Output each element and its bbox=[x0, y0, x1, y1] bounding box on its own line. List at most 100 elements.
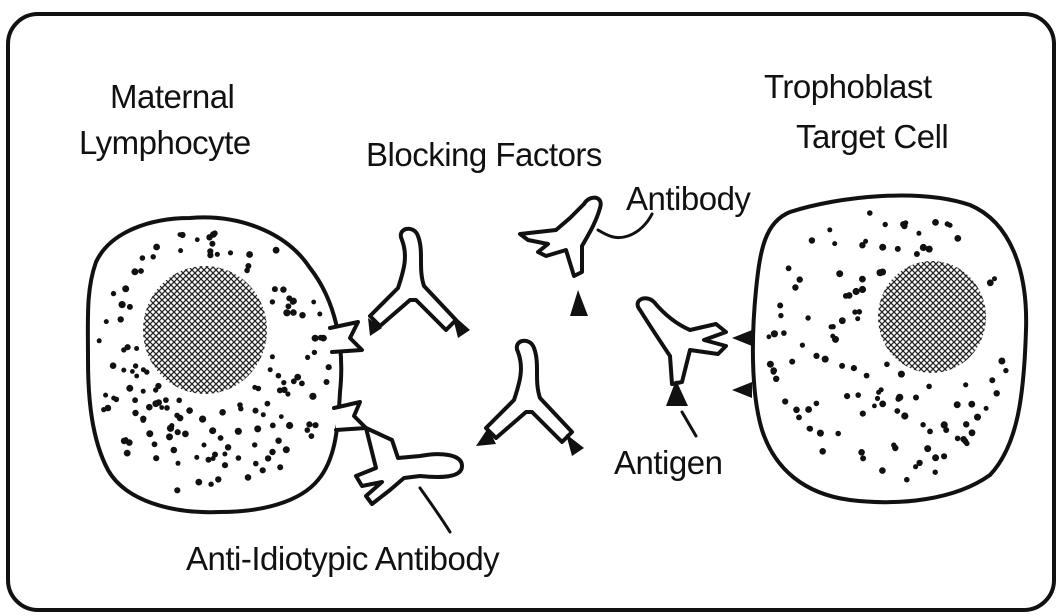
granule-dot bbox=[859, 286, 866, 293]
granule-dot bbox=[800, 343, 805, 348]
granule-dot bbox=[309, 433, 315, 439]
blocking-factors-label: Blocking Factors bbox=[366, 136, 602, 173]
granule-dot bbox=[207, 248, 213, 254]
granule-dot bbox=[277, 387, 283, 393]
granule-dot bbox=[894, 408, 900, 414]
granule-dot bbox=[286, 422, 293, 429]
granule-dot bbox=[901, 412, 908, 419]
granule-dot bbox=[879, 467, 886, 474]
granule-dot bbox=[781, 330, 787, 336]
granule-dot bbox=[954, 235, 961, 242]
granule-dot bbox=[178, 232, 183, 237]
granule-dot bbox=[141, 367, 146, 372]
granule-dot bbox=[133, 363, 138, 368]
granule-dot bbox=[853, 288, 860, 295]
granule-dot bbox=[228, 250, 233, 255]
granule-dot bbox=[992, 276, 997, 281]
granule-dot bbox=[318, 335, 324, 341]
granule-dot bbox=[131, 268, 138, 275]
granule-dot bbox=[146, 404, 153, 411]
granule-dot bbox=[119, 301, 126, 308]
granule-dot bbox=[773, 376, 779, 382]
antibody-label: Antibody bbox=[626, 180, 751, 217]
granule-dot bbox=[777, 303, 783, 309]
granule-dot bbox=[272, 286, 278, 292]
granule-dot bbox=[879, 244, 886, 251]
granule-dot bbox=[211, 456, 216, 461]
granule-dot bbox=[104, 319, 109, 324]
granule-dot bbox=[819, 448, 826, 455]
granule-dot bbox=[305, 427, 311, 433]
granule-dot bbox=[195, 479, 202, 486]
granule-dot bbox=[283, 446, 290, 453]
granule-dot bbox=[253, 408, 259, 414]
granule-dot bbox=[124, 450, 131, 457]
granule-dot bbox=[767, 361, 774, 368]
granule-dot bbox=[97, 338, 102, 343]
granule-dot bbox=[855, 316, 860, 321]
granule-dot bbox=[805, 315, 810, 320]
granule-dot bbox=[926, 384, 932, 390]
granule-dot bbox=[175, 429, 181, 435]
granule-dot bbox=[324, 379, 330, 385]
granule-dot bbox=[312, 422, 318, 428]
granule-dot bbox=[171, 447, 178, 454]
granule-dot bbox=[252, 442, 257, 447]
granule-dot bbox=[254, 425, 261, 432]
granule-dot bbox=[805, 406, 812, 413]
granule-dot bbox=[238, 406, 243, 411]
granule-dot bbox=[208, 482, 213, 487]
granule-dot bbox=[932, 219, 939, 226]
granule-dot bbox=[261, 412, 266, 417]
granule-dot bbox=[134, 374, 139, 379]
granule-dot bbox=[920, 244, 927, 251]
granule-dot bbox=[998, 358, 1005, 365]
granule-dot bbox=[312, 335, 319, 342]
granule-dot bbox=[932, 454, 939, 461]
granule-dot bbox=[879, 387, 884, 392]
granule-dot bbox=[309, 393, 316, 400]
granule-dot bbox=[858, 449, 865, 456]
granule-dot bbox=[138, 268, 144, 274]
granule-dot bbox=[210, 231, 217, 238]
granule-dot bbox=[809, 237, 815, 243]
granule-dot bbox=[317, 312, 322, 317]
granule-dot bbox=[299, 381, 305, 387]
granule-dot bbox=[285, 391, 290, 396]
granule-dot bbox=[176, 398, 182, 404]
granule-dot bbox=[130, 369, 135, 374]
granule-dot bbox=[121, 347, 126, 352]
granule-dot bbox=[283, 309, 290, 316]
granule-dot bbox=[778, 313, 783, 318]
granule-dot bbox=[140, 255, 146, 261]
trophoblast-target-cell bbox=[732, 196, 1026, 503]
granule-dot bbox=[771, 369, 777, 375]
granule-dot bbox=[105, 405, 112, 412]
lymphocyte-nucleus bbox=[143, 266, 267, 394]
granule-dot bbox=[875, 396, 880, 401]
antigen-label: Antigen bbox=[614, 444, 722, 481]
granule-dot bbox=[291, 378, 297, 384]
granule-dot bbox=[789, 359, 795, 365]
granule-dot bbox=[222, 452, 227, 457]
granule-dot bbox=[219, 409, 226, 416]
granule-dot bbox=[846, 292, 853, 299]
granule-dot bbox=[177, 415, 184, 422]
granule-dot bbox=[279, 414, 284, 419]
granule-dot bbox=[163, 397, 169, 403]
granule-dot bbox=[121, 438, 128, 445]
trophoblast-nucleus bbox=[878, 261, 986, 373]
granule-dot bbox=[281, 380, 286, 385]
granule-dot bbox=[277, 464, 283, 470]
granule-dot bbox=[276, 373, 282, 379]
granule-dot bbox=[989, 377, 995, 383]
granule-dot bbox=[215, 476, 221, 482]
granule-dot bbox=[836, 270, 843, 277]
granule-dot bbox=[916, 460, 922, 466]
granule-dot bbox=[984, 406, 989, 411]
granule-dot bbox=[152, 441, 158, 447]
granule-dot bbox=[209, 428, 214, 433]
granule-dot bbox=[916, 231, 921, 236]
granule-dot bbox=[235, 428, 242, 435]
